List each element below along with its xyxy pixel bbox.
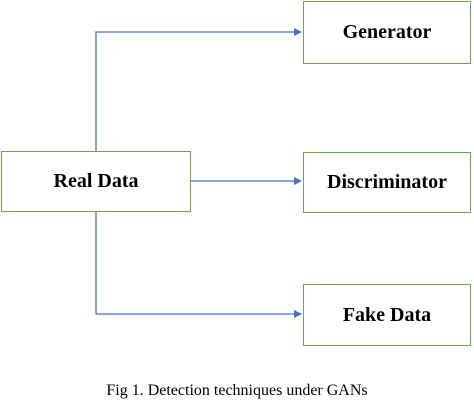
generator-label: Generator: [342, 21, 432, 43]
real-data-label: Real Data: [53, 170, 139, 192]
discriminator-node: Discriminator: [303, 152, 471, 213]
real-data-node: Real Data: [1, 151, 191, 212]
fake-data-label: Fake Data: [342, 303, 432, 326]
fake-data-node: Fake Data: [303, 284, 471, 346]
generator-node: Generator: [303, 1, 471, 64]
discriminator-label: Discriminator: [327, 171, 447, 193]
arrow-real-to-fake-data: [95, 212, 302, 318]
arrow-real-to-generator: [95, 28, 302, 151]
figure-caption: Fig 1. Detection techniques under GANs: [106, 382, 368, 399]
